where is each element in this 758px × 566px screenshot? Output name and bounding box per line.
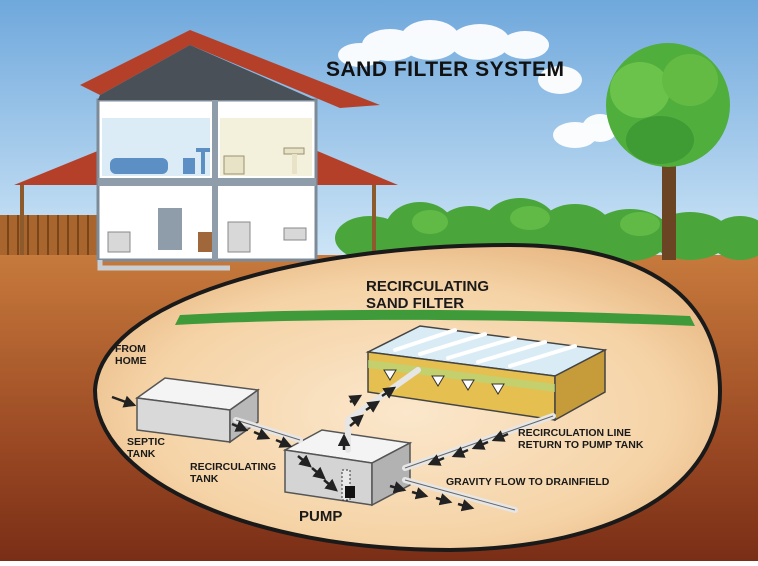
tree-icon (606, 43, 730, 260)
septic-tank-label: SEPTIC TANK (127, 436, 165, 460)
recirculating-tank-label: RECIRCULATING TANK (190, 461, 276, 485)
pump-icon (345, 486, 355, 498)
recirculating-sand-filter-label: RECIRCULATING SAND FILTER (366, 278, 489, 313)
recirculation-line-line2: RETURN TO PUMP TANK (518, 439, 644, 452)
septic-tank-line1: SEPTIC (127, 436, 165, 448)
from-home-line1: FROM (115, 343, 146, 355)
house-icon (0, 30, 398, 271)
septic-tank (135, 377, 260, 444)
recirculating-tank-line1: RECIRCULATING (190, 461, 277, 473)
septic-tank-line2: TANK (127, 448, 156, 461)
from-home-label: FROM HOME (115, 343, 147, 367)
recirculation-line-line1: RECIRCULATION LINE (518, 427, 631, 439)
gravity-flow-label: GRAVITY FLOW TO DRAINFIELD (446, 476, 610, 488)
diagram-title: SAND FILTER SYSTEM (326, 58, 565, 81)
cloud-icon (338, 20, 618, 148)
flow-arrows (111, 386, 509, 512)
recirculation-line-label: RECIRCULATION LINE RETURN TO PUMP TANK (518, 427, 643, 451)
recirculating-sand-filter-line1: RECIRCULATING (366, 278, 490, 295)
pump-label: PUMP (299, 508, 343, 525)
from-home-line2: HOME (115, 355, 147, 368)
recirculating-tank-line2: TANK (190, 473, 219, 486)
recirculating-sand-filter-line2: SAND FILTER (366, 295, 465, 313)
